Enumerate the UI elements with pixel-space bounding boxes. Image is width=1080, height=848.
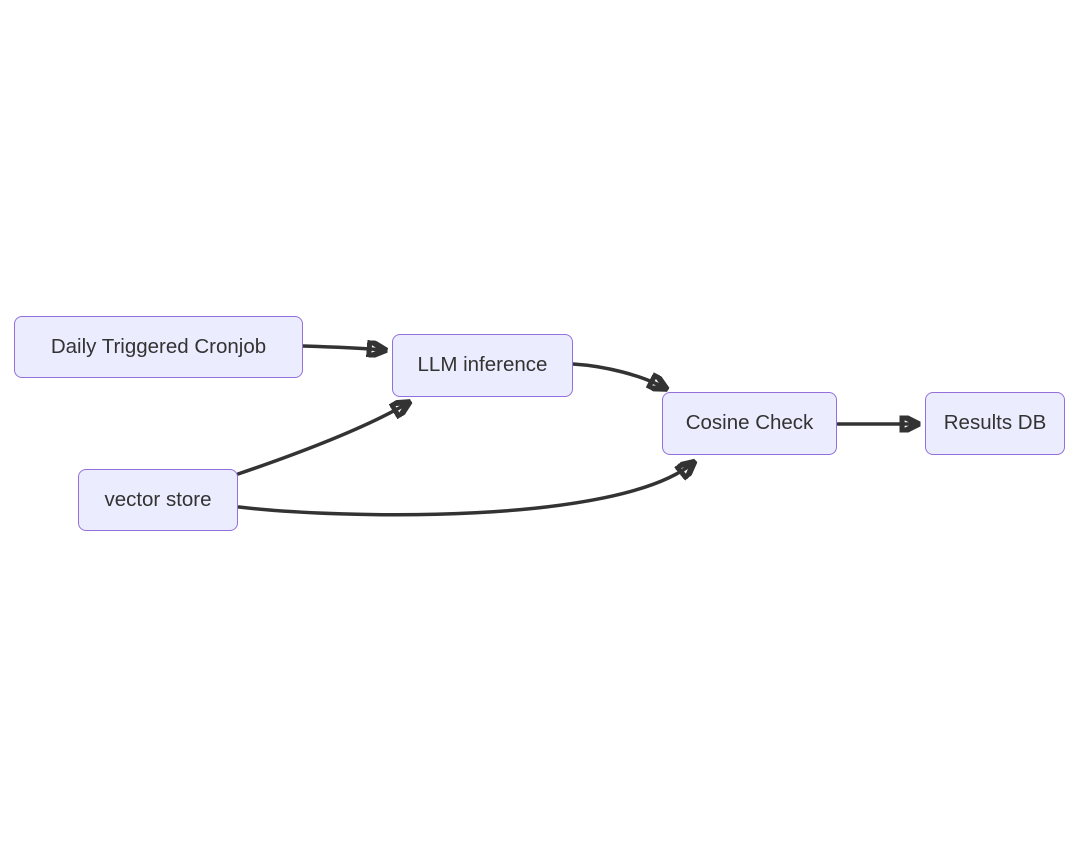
node-label: Results DB [943, 411, 1047, 435]
node-daily-triggered-cronjob: Daily Triggered Cronjob [14, 316, 303, 378]
edge-vector-to-llm [236, 403, 408, 476]
node-results-db: Results DB [925, 392, 1065, 455]
edge-llm-to-cosine [571, 362, 665, 388]
edge-cronjob-to-llm [301, 346, 384, 350]
node-cosine-check: Cosine Check [662, 392, 837, 455]
node-llm-inference: LLM inference [392, 334, 573, 397]
node-label: LLM inference [417, 353, 548, 377]
node-label: vector store [104, 487, 212, 511]
node-label: Daily Triggered Cronjob [50, 334, 267, 358]
node-vector-store: vector store [78, 469, 238, 531]
edge-vector-to-cosine [237, 463, 693, 517]
node-label: Cosine Check [685, 411, 814, 435]
